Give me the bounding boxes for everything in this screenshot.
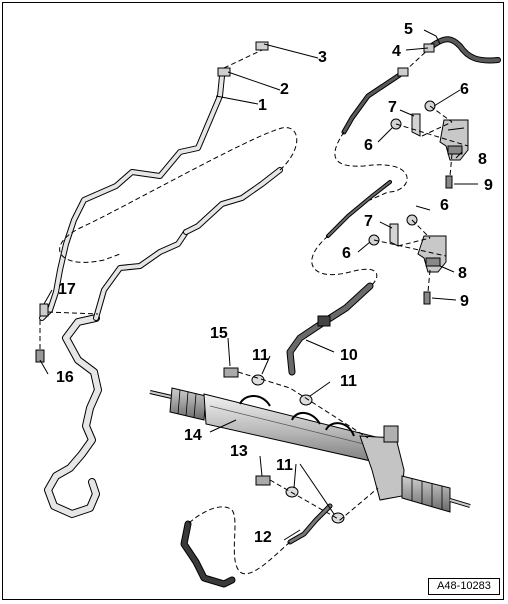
hose-12-continuation	[187, 506, 291, 575]
return-line-continuation	[59, 127, 298, 263]
bolt-9-lower	[423, 291, 431, 305]
callout-11-b: 11	[340, 373, 357, 390]
callout-6-lower-left: 6	[342, 245, 351, 262]
callout-9-lower: 9	[460, 293, 469, 310]
callout-1: 1	[258, 97, 267, 114]
bolt-9-upper	[445, 175, 453, 189]
callout-11-a: 11	[252, 347, 269, 364]
callout-13: 13	[230, 443, 248, 460]
callout-6-upper-left: 6	[364, 137, 373, 154]
callout-9-upper: 9	[484, 177, 493, 194]
return-hose-12	[180, 503, 333, 588]
callout-16: 16	[56, 369, 74, 386]
hose-continuation-lower	[311, 235, 378, 287]
pressure-hose-upper	[341, 36, 501, 135]
clip-guide-line	[223, 49, 263, 69]
banjo-guide-lines	[237, 371, 379, 521]
callout-12: 12	[254, 529, 272, 546]
callout-8-upper: 8	[478, 151, 487, 168]
callout-15: 15	[210, 325, 228, 342]
callout-3: 3	[318, 49, 327, 66]
union-nut	[397, 67, 409, 77]
return-line-pipe	[39, 73, 283, 518]
clamp-7-upper	[411, 113, 421, 137]
callout-11-c: 11	[276, 457, 293, 474]
callout-2: 2	[280, 81, 289, 98]
callout-6-lower-right: 6	[440, 197, 449, 214]
callout-6-upper-right: 6	[460, 81, 469, 98]
pressure-hose-10	[286, 282, 374, 376]
banjo-bolt-15	[223, 367, 239, 378]
hose-continuation-upper	[334, 131, 408, 201]
figure-reference: A48-10283	[428, 578, 500, 595]
callout-5: 5	[404, 21, 413, 38]
banjo-bolt-13	[255, 475, 271, 486]
hose-guide-line	[403, 45, 433, 73]
seal-11-d	[331, 512, 345, 524]
callout-14: 14	[184, 427, 202, 444]
hose-sleeve	[317, 315, 331, 327]
pressure-hose-middle	[326, 180, 392, 238]
clip-guide-lines	[39, 311, 99, 350]
retaining-clip-3	[255, 41, 269, 51]
callout-8-lower: 8	[458, 265, 467, 282]
bolt-16	[35, 349, 45, 363]
steering-gear	[149, 387, 471, 513]
callout-17: 17	[58, 281, 76, 298]
callout-10: 10	[340, 347, 358, 364]
bracket-guide-lines-lower	[373, 219, 447, 293]
callout-7-lower: 7	[364, 213, 373, 230]
bracket-upper	[439, 119, 469, 161]
callout-4: 4	[392, 43, 401, 60]
callout-7-upper: 7	[388, 99, 397, 116]
bracket-lower	[417, 235, 447, 273]
clip-17	[39, 303, 49, 317]
seal-11-b	[299, 394, 313, 406]
leader-lines	[39, 29, 478, 541]
